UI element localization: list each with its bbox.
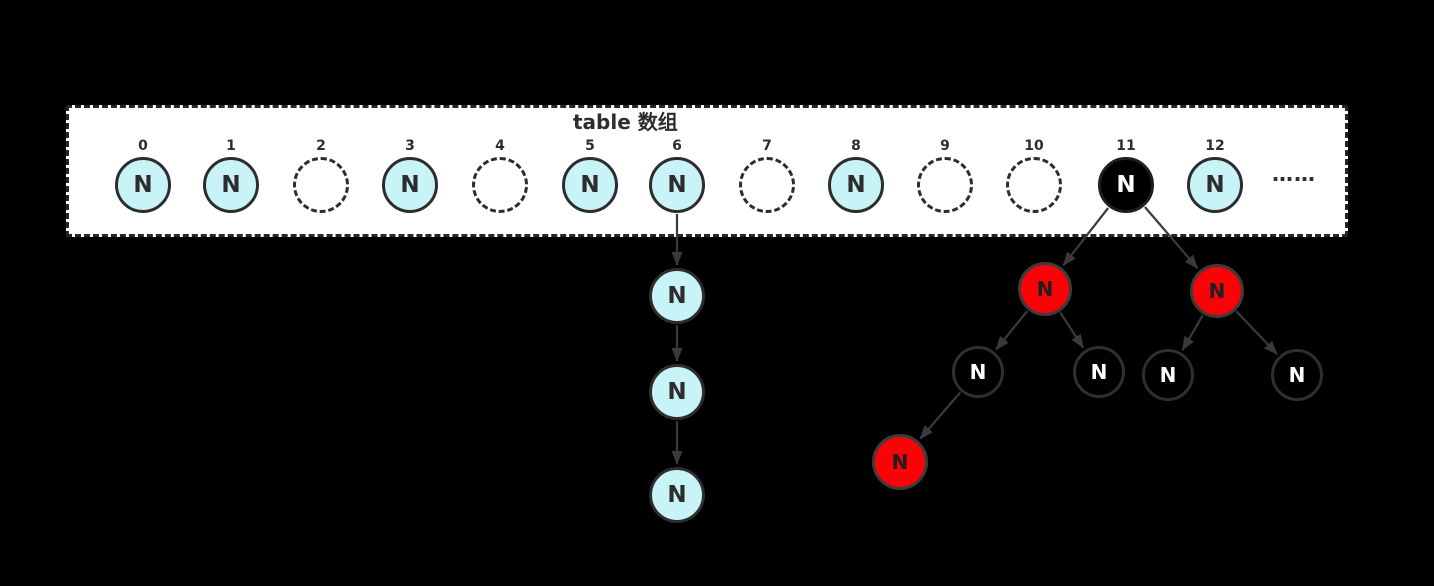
array-index-label-10: 10 [1024,138,1044,154]
array-index-label-1: 1 [226,138,236,154]
edge-arrow-rr-bl4 [1235,310,1278,355]
table-array-box [66,105,1348,237]
array-slot-node-10 [1006,157,1062,213]
ellipsis: …… [1272,162,1316,186]
array-slot-node-9 [917,157,973,213]
array-index-label-7: 7 [762,138,772,154]
array-index-label-3: 3 [405,138,415,154]
tree-node-black-bl2: N [1073,346,1125,398]
array-index-label-11: 11 [1116,138,1136,154]
array-slot-node-8: N [828,157,884,213]
tree-node-red-rr: N [1190,264,1244,318]
tree-node-red-r3: N [872,434,928,490]
array-slot-node-2 [293,157,349,213]
array-slot-node-11: N [1098,157,1154,213]
array-slot-node-6: N [649,157,705,213]
edge-arrow-rl-bl1 [995,310,1029,351]
array-index-label-5: 5 [585,138,595,154]
list-node-1: N [649,364,705,420]
table-array-title: table 数组 [573,110,678,134]
array-index-label-0: 0 [138,138,148,154]
edge-arrow-rr-bl3 [1181,314,1204,351]
edge-arrow-bl1-r3 [919,391,962,440]
array-index-label-8: 8 [851,138,861,154]
tree-node-black-bl1: N [952,346,1004,398]
tree-node-black-bl3: N [1142,349,1194,401]
list-node-0: N [649,268,705,324]
array-index-label-6: 6 [672,138,682,154]
array-index-label-2: 2 [316,138,326,154]
array-slot-node-12: N [1187,157,1243,213]
array-index-label-9: 9 [940,138,950,154]
array-slot-node-0: N [115,157,171,213]
tree-node-black-bl4: N [1271,349,1323,401]
array-slot-node-3: N [382,157,438,213]
array-slot-node-7 [739,157,795,213]
tree-node-red-rl: N [1018,262,1072,316]
array-index-label-12: 12 [1205,138,1225,154]
array-slot-node-5: N [562,157,618,213]
array-slot-node-4 [472,157,528,213]
array-index-label-4: 4 [495,138,505,154]
edge-arrow-rl-bl2 [1059,311,1085,349]
array-slot-node-1: N [203,157,259,213]
list-node-2: N [649,467,705,523]
